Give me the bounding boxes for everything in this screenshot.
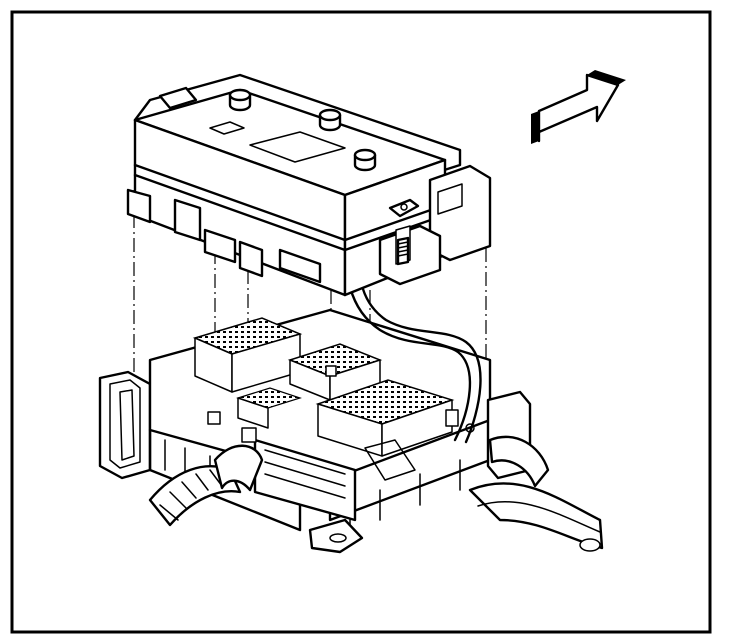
terminal-clips: [207, 365, 337, 443]
fuse-block-cover: [126, 73, 492, 297]
fuse-grid-right: [315, 379, 455, 481]
ground-terminal: [388, 198, 420, 266]
cover-bolt-2: [318, 108, 342, 132]
direction-arrow-icon: [531, 70, 626, 144]
fuse-grid-small: [236, 387, 302, 429]
figure-border: [10, 10, 712, 634]
cover-bolt-3: [353, 148, 377, 172]
fuse-grid-left: [192, 317, 303, 393]
cover-bolt-1: [228, 88, 252, 112]
